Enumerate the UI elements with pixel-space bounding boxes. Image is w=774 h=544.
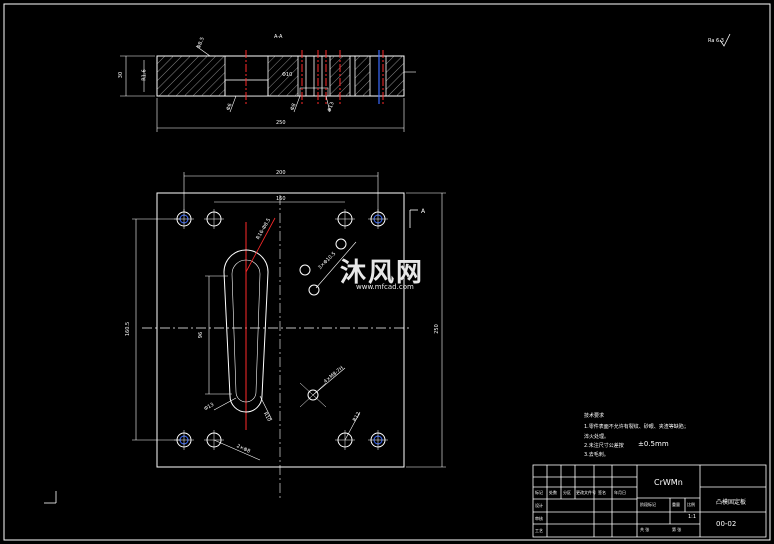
hole-mid-upper <box>299 238 347 296</box>
title-header-3: 分区 <box>563 490 571 495</box>
title-header-6: 年月日 <box>614 490 626 495</box>
notes-item-4: 3.去毛刺。 <box>584 452 609 458</box>
watermark-url: www.mfcad.com <box>356 283 414 291</box>
title-scale: 1:1 <box>688 514 697 520</box>
title-header-1: 标记 <box>535 490 543 495</box>
hole-top-right-2 <box>368 209 388 229</box>
roughness-icon <box>719 33 731 47</box>
title-material: CrWMn <box>654 478 683 487</box>
plan-dim-slot: 96 <box>198 331 205 339</box>
hole-top-left-2 <box>204 209 224 229</box>
plan-dim-left: 160.5 <box>125 321 132 337</box>
plan-view <box>132 172 446 500</box>
section-view <box>120 45 416 132</box>
title-cell-stage: 阶段标记 <box>640 502 656 507</box>
title-row-process: 工艺 <box>535 528 543 533</box>
section-width-dim: 250 <box>276 120 286 126</box>
title-block <box>532 464 767 538</box>
plan-dim-top-inner: 160 <box>276 196 286 202</box>
notes-tolerance: ±0.5mm <box>638 440 669 448</box>
title-row-review: 审核 <box>535 516 543 521</box>
title-cell-sheet: 第 张 <box>672 527 682 532</box>
notes-item-2: 淬火处理。 <box>584 434 610 440</box>
title-cell-scale: 比例 <box>687 502 695 507</box>
section-left-dim: R1.6 <box>141 69 148 81</box>
section-title: A-A <box>274 34 283 40</box>
plan-section-mark: A <box>421 208 426 215</box>
roughness-mark: Ra 6.3 <box>708 38 724 44</box>
notes-title: 技术要求 <box>584 413 605 419</box>
title-header-2: 处数 <box>549 490 557 495</box>
title-cell-total: 共 张 <box>640 527 650 532</box>
title-header-5: 签名 <box>598 490 606 495</box>
hole-bottom-right-2 <box>368 430 388 450</box>
ucs-icon <box>44 491 57 504</box>
plate-outline <box>156 192 405 468</box>
notes-item-1: 1.零件表面不允许有裂纹、砂眼、夹渣等缺陷； <box>584 424 689 430</box>
hole-top-right <box>335 209 355 229</box>
notes-item-3: 2.未注尺寸公差按 <box>584 443 624 449</box>
title-cell-weight: 重量 <box>672 502 680 507</box>
title-header-4: 更改文件号 <box>576 490 596 495</box>
drawing-frame <box>3 3 771 541</box>
punch-slot <box>223 249 269 413</box>
section-label-2: Φ10 <box>282 72 293 78</box>
watermark-text: 沐风网 <box>340 258 425 288</box>
plan-dim-right: 250 <box>433 324 440 334</box>
title-part-name: 凸模固定板 <box>716 499 747 506</box>
plan-dim-top-outer: 200 <box>276 170 286 176</box>
section-height-dim: 30 <box>118 71 125 79</box>
title-row-design: 设计 <box>535 503 543 508</box>
title-drawing-no: 00-02 <box>716 520 737 528</box>
